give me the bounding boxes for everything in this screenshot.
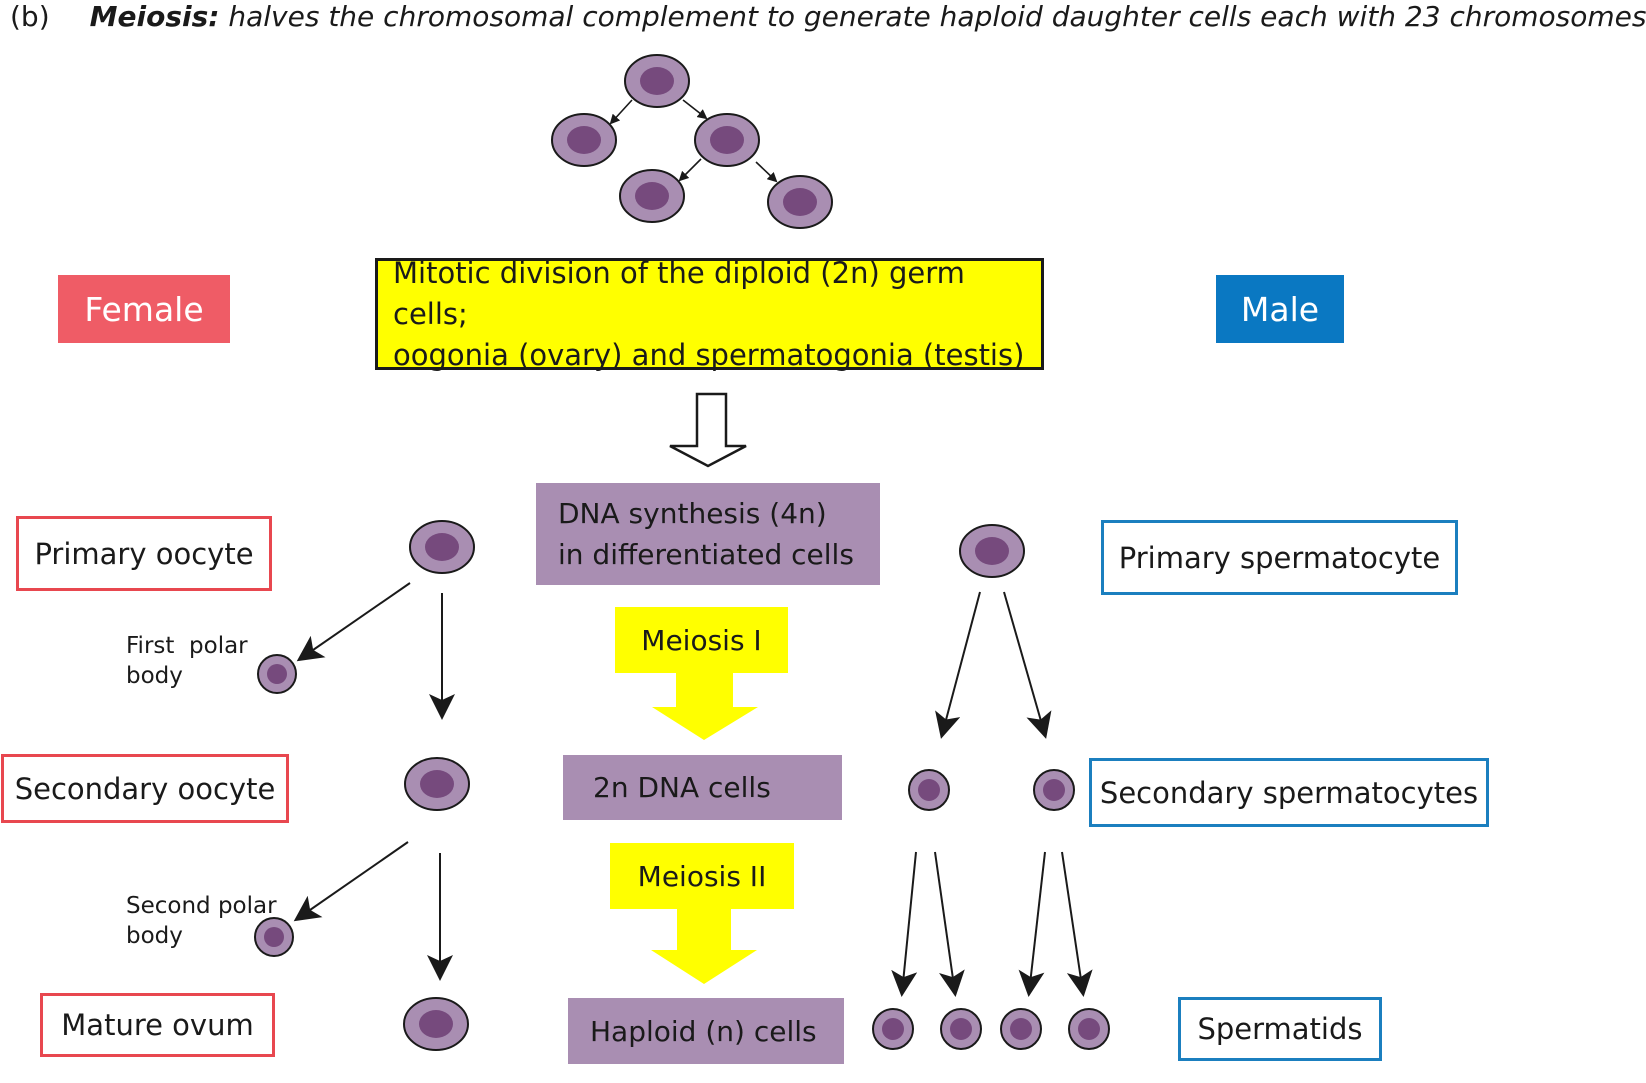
meiosis-diagram: [254, 54, 1110, 1051]
primary-oocyte-cell: [409, 520, 475, 574]
secondary-spermatocyte-cell-2: [1033, 769, 1075, 811]
secondary-spermatocytes-label: Secondary spermatocytes: [1089, 758, 1489, 827]
arrow-to-spermatid-3: [1018, 851, 1046, 997]
second-polar-line-1: Second polar: [126, 893, 277, 919]
male-label-text: Male: [1240, 289, 1320, 329]
dna-synthesis-line-2: in differentiated cells: [558, 538, 854, 571]
male-label: Male: [1216, 275, 1344, 343]
second-polar-body-label: Second polar body: [126, 891, 277, 951]
meiosis-2-label: Meiosis II: [610, 843, 794, 909]
heading-description: halves the chromosomal complement to gen…: [219, 0, 1646, 33]
mitotic-arrow-2: [682, 99, 708, 120]
meiosis1-yellow-arrow: [652, 672, 758, 740]
arrow-to-secondary-spermatocyte-2: [1003, 591, 1052, 739]
arrow-to-spermatid-1: [891, 851, 918, 997]
primary-oocyte-text: Primary oocyte: [34, 536, 254, 571]
mitotic-cell-bottom-right: [767, 175, 833, 229]
first-polar-body-cell: [257, 654, 297, 694]
first-polar-line-2: body: [126, 663, 183, 689]
arrow-to-spermatid-2: [934, 851, 965, 997]
figure-heading: (b) Meiosis: halves the chromosomal compl…: [10, 0, 1646, 33]
second-polar-body-cell: [254, 917, 294, 957]
heading-term: Meiosis:: [89, 0, 220, 33]
secondary-oocyte-cell: [404, 757, 470, 811]
meiosis-2-text: Meiosis II: [637, 859, 767, 893]
meiosis-1-label: Meiosis I: [615, 607, 788, 673]
female-label: Female: [58, 275, 230, 343]
mitotic-cell-bottom-left: [619, 169, 685, 223]
first-polar-body-label: First polar body: [126, 631, 248, 691]
female-label-text: Female: [84, 289, 204, 329]
two-n-dna-cells-text: 2n DNA cells: [593, 771, 771, 804]
primary-spermatocyte-cell: [959, 524, 1025, 578]
arrow-to-first-polar-body: [296, 582, 411, 662]
spermatid-cell-3: [1000, 1008, 1042, 1050]
mature-ovum-label: Mature ovum: [40, 993, 275, 1057]
spermatid-cell-1: [872, 1008, 914, 1050]
arrow-to-second-polar-body: [293, 841, 409, 922]
haploid-cells-box: Haploid (n) cells: [568, 998, 844, 1064]
spermatids-text: Spermatids: [1197, 1012, 1363, 1046]
secondary-spermatocyte-cell-1: [908, 769, 950, 811]
primary-oocyte-label: Primary oocyte: [16, 516, 272, 591]
mature-ovum-text: Mature ovum: [61, 1008, 254, 1042]
spermatid-cell-4: [1068, 1008, 1110, 1050]
haploid-cells-text: Haploid (n) cells: [590, 1014, 817, 1048]
dna-synthesis-box: DNA synthesis (4n) in differentiated cel…: [536, 483, 880, 585]
mitotic-cell-right: [694, 113, 760, 167]
mature-ovum-cell: [403, 997, 469, 1051]
two-n-dna-cells-box: 2n DNA cells: [563, 755, 842, 820]
mitotic-line-2: oogonia (ovary) and spermatogonia (testi…: [393, 337, 1025, 372]
dna-synthesis-line-1: DNA synthesis (4n): [558, 497, 827, 530]
mitotic-arrow-1: [609, 99, 633, 125]
panel-label: (b): [10, 0, 50, 33]
secondary-oocyte-text: Secondary oocyte: [14, 771, 276, 806]
mitotic-division-box: Mitotic division of the diploid (2n) ger…: [375, 256, 1044, 372]
mitotic-arrow-4: [755, 161, 778, 183]
spermatids-label: Spermatids: [1178, 997, 1382, 1061]
arrow-to-secondary-spermatocyte-1: [935, 591, 981, 739]
meiosis2-yellow-arrow: [651, 908, 757, 984]
mitotic-cell-top: [624, 54, 690, 108]
primary-spermatocyte-text: Primary spermatocyte: [1118, 540, 1441, 575]
first-polar-line-1: First polar: [126, 633, 248, 659]
primary-spermatocyte-label: Primary spermatocyte: [1101, 520, 1458, 595]
arrow-to-spermatid-4: [1061, 851, 1093, 997]
second-polar-line-2: body: [126, 923, 183, 949]
meiosis-1-text: Meiosis I: [641, 623, 762, 657]
secondary-spermatocytes-text: Secondary spermatocytes: [1099, 775, 1479, 810]
hollow-down-arrow: [669, 392, 747, 468]
spermatid-cell-2: [940, 1008, 982, 1050]
mitotic-cell-left: [551, 113, 617, 167]
secondary-oocyte-label: Secondary oocyte: [1, 754, 289, 823]
mitotic-arrow-3: [678, 158, 702, 182]
mitotic-line-1: Mitotic division of the diploid (2n) ger…: [393, 255, 965, 331]
